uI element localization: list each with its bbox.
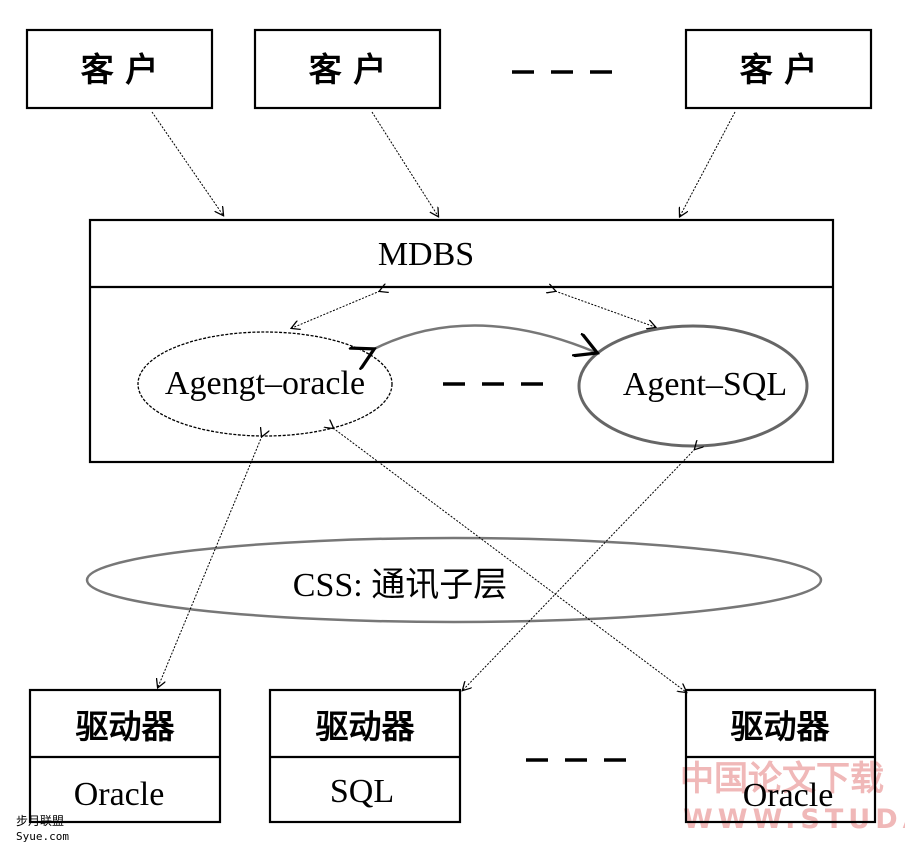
arrow-agent-oracle-driver3 (333, 428, 686, 692)
client-box-2: 客 户 (253, 28, 442, 110)
client-label: 客 户 (309, 50, 387, 89)
agent-oracle: Agengt–oracle (137, 331, 393, 437)
watermark-left: 步月联盟 Syue.com (16, 814, 69, 843)
svg-text:Syue.com: Syue.com (16, 830, 69, 843)
mdbs-title: MDBS (378, 236, 474, 273)
driver-db: Oracle (743, 777, 834, 814)
driver-header: 驱动器 (731, 707, 831, 746)
arrow-client3-mdbs (680, 111, 736, 216)
mdbs-box: MDBS (88, 218, 835, 464)
driver-header: 驱动器 (76, 707, 176, 746)
client-label: 客 户 (81, 50, 159, 89)
svg-text:WWW.STUDA.: WWW.STUDA. (683, 804, 905, 835)
driver-box-1: 驱动器 Oracle (28, 688, 222, 824)
client-label: 客 户 (740, 50, 818, 89)
arrow-agent-to-agent (372, 324, 595, 352)
svg-text:中国论文下载: 中国论文下载 (680, 759, 884, 799)
driver-box-2: 驱动器 SQL (268, 688, 462, 824)
agent-sql-label: Agent–SQL (623, 366, 787, 403)
arrow-client2-mdbs (371, 111, 438, 216)
client-box-1: 客 户 (25, 28, 214, 110)
driver-db: SQL (330, 773, 394, 810)
css-layer-label: CSS: 通讯子层 (293, 567, 507, 604)
css-layer: CSS: 通讯子层 (85, 536, 823, 624)
driver-header: 驱动器 (316, 707, 416, 746)
driver-db: Oracle (74, 776, 165, 813)
arrow-mdbs-agent-oracle (292, 291, 380, 328)
agent-oracle-label: Agengt–oracle (165, 365, 365, 402)
arrow-mdbs-agent-sql (555, 291, 655, 327)
watermark-right: 中国论文下载 WWW.STUDA. (680, 759, 905, 835)
driver-box-3: 驱动器 Oracle (684, 688, 877, 824)
client-box-3: 客 户 (684, 28, 873, 110)
arrow-client1-mdbs (151, 111, 223, 215)
arrow-agent-oracle-driver1 (158, 436, 262, 687)
svg-text:步月联盟: 步月联盟 (16, 814, 64, 828)
agent-sql: Agent–SQL (577, 324, 809, 448)
